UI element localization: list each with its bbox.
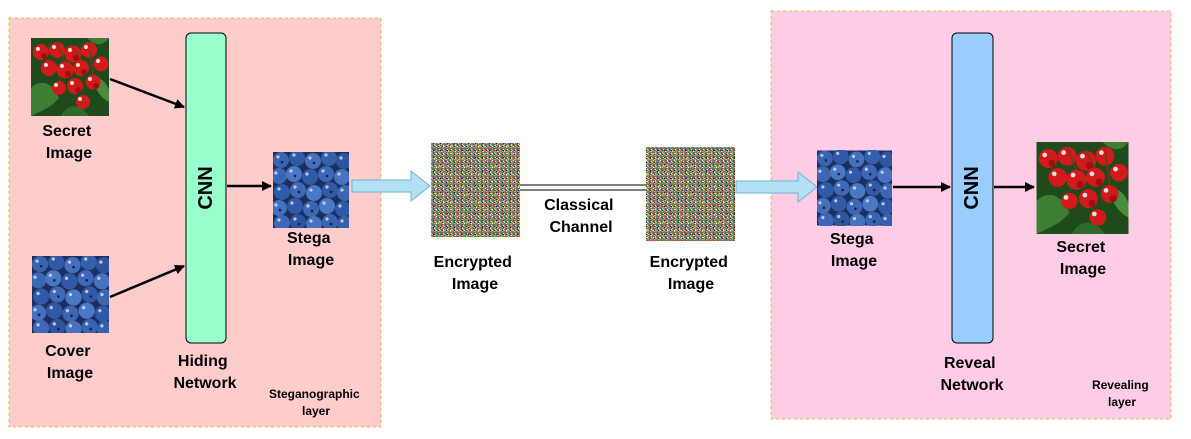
revealing-layer-label: Revealing layer	[1092, 378, 1152, 409]
encrypted-image-label-right: Encrypted Image	[650, 254, 733, 293]
revealed-secret-image-photo	[1036, 142, 1129, 234]
hiding-cnn-label: CNN	[195, 166, 217, 209]
secret-to-cnn-arrow	[109, 77, 185, 109]
encrypted-to-stega-arrow	[735, 170, 818, 204]
reveal-network-label: Reveal Network	[940, 355, 1003, 394]
revealed-secret-image-label: Secret Image	[1056, 239, 1109, 278]
cover-image-photo	[32, 256, 109, 333]
reveal-cnn-box	[951, 32, 994, 344]
encrypted-image-left-noise	[431, 143, 520, 237]
encrypted-image-label-left: Encrypted Image	[434, 254, 517, 293]
hiding-cnn-box	[185, 32, 227, 344]
reveal-cnn-label: CNN	[961, 166, 983, 209]
secret-image-photo	[31, 38, 109, 116]
stega-image-photo	[273, 152, 349, 228]
stega-image-label-left: Stega Image	[287, 230, 335, 269]
cover-to-cnn-arrow	[109, 264, 185, 299]
steganographic-layer-label: Steganographic layer	[269, 387, 363, 418]
encrypted-image-right-noise	[646, 147, 735, 241]
hiding-network-label: Hiding Network	[173, 353, 236, 392]
secret-image-label: Secret Image	[42, 123, 95, 162]
classical-channel-label: Classical Channel	[544, 197, 618, 236]
stega-image-photo-reveal	[817, 150, 892, 226]
stega-image-label-right: Stega Image	[830, 231, 878, 270]
stega-to-encrypted-arrow	[351, 169, 431, 203]
cover-image-label: Cover Image	[45, 343, 95, 382]
